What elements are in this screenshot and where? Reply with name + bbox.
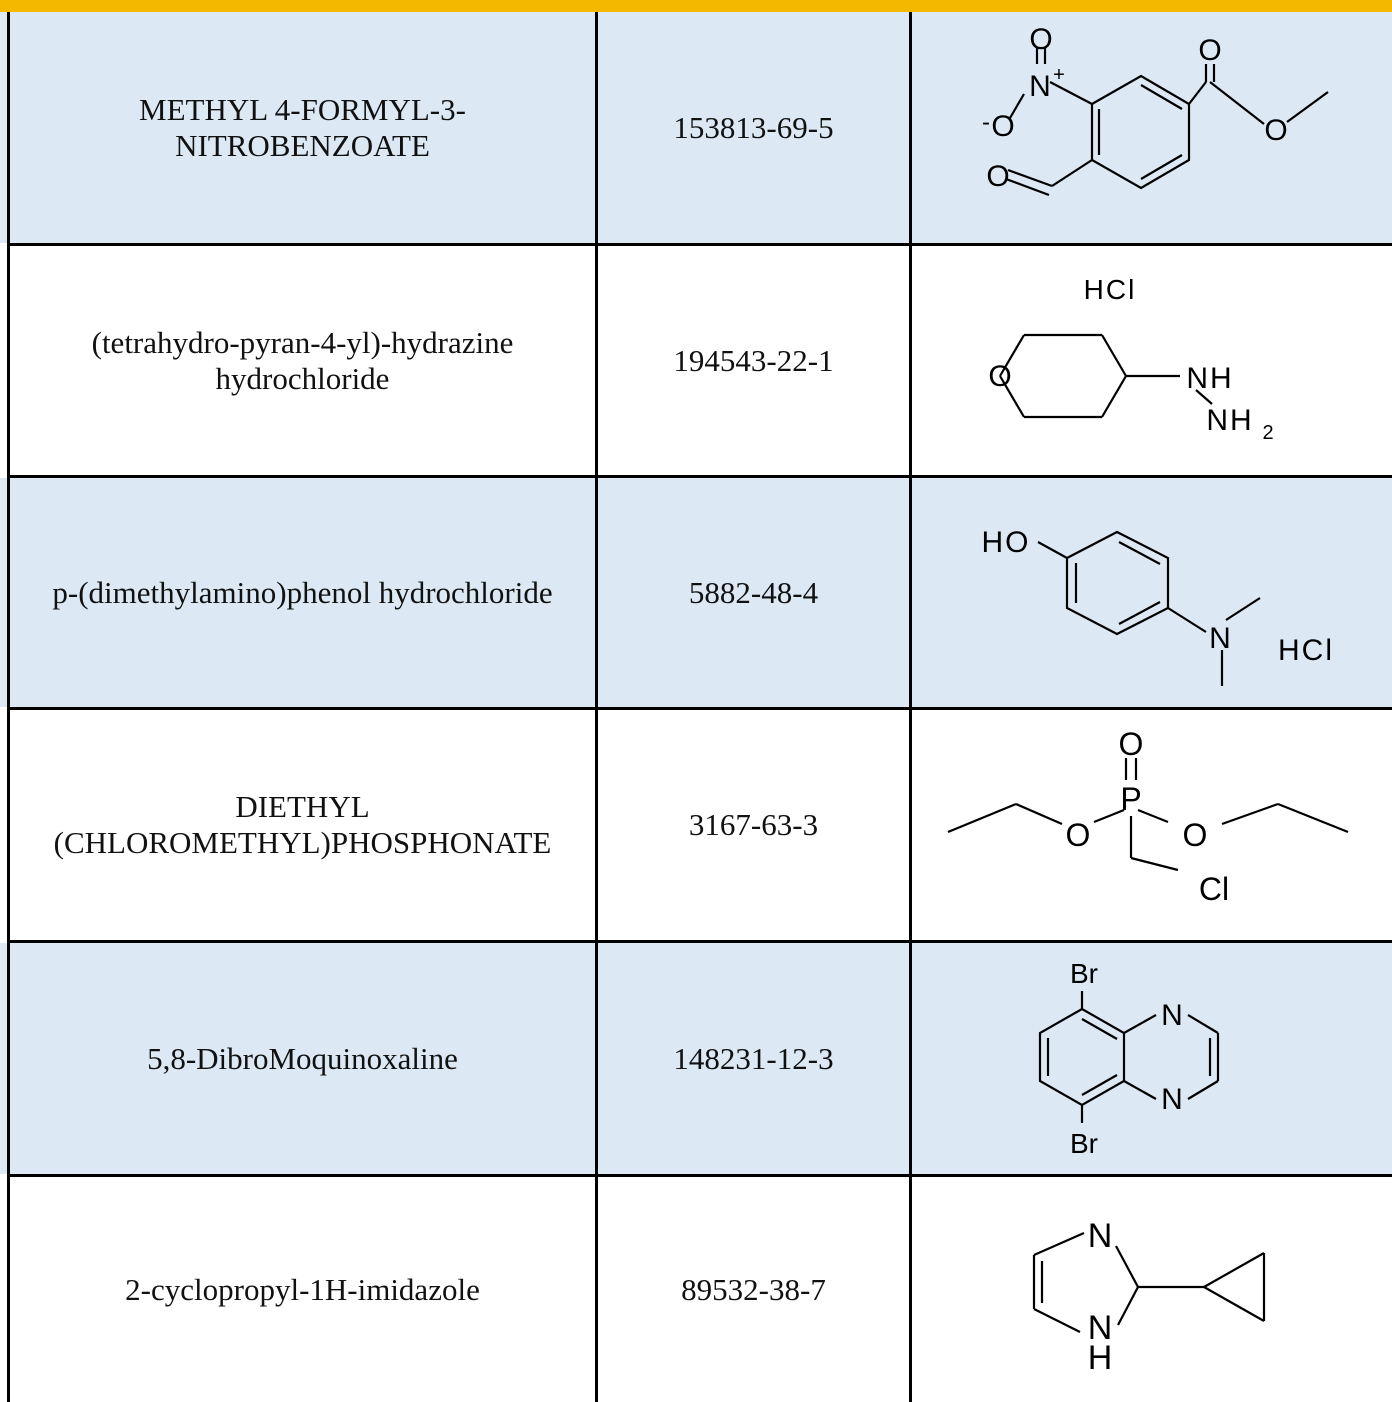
table-row: (tetrahydro-pyran-4-yl)-hydrazine hydroc…	[0, 246, 1392, 475]
cas-number: 148231-12-3	[673, 1040, 834, 1076]
structure-dimethylaminophenol-hcl: HO N HCl	[982, 526, 1334, 686]
cas-number-cell: 5882-48-4	[598, 478, 909, 707]
table-row: DIETHYL (CHLOROMETHYL)PHOSPHONATE 3167-6…	[0, 710, 1392, 940]
atom-label: N	[1209, 622, 1231, 655]
atom-label: O	[986, 160, 1009, 193]
structure-cell: O P O O Cl	[912, 710, 1392, 940]
cas-number-cell: 153813-69-5	[598, 12, 909, 243]
atom-label: P	[1120, 781, 1141, 817]
table-row: 2-cyclopropyl-1H-imidazole 89532-38-7	[0, 1177, 1392, 1402]
accent-top-bar	[0, 0, 1392, 12]
atom-label: O	[988, 360, 1011, 393]
compound-name-cell: 2-cyclopropyl-1H-imidazole	[10, 1177, 595, 1402]
compound-name-cell: 5,8-DibroMoquinoxaline	[10, 943, 595, 1174]
grid-line	[7, 1174, 1392, 1177]
atom-label: O	[1198, 34, 1221, 67]
grid-line	[7, 475, 1392, 478]
compound-name: (tetrahydro-pyran-4-yl)-hydrazine hydroc…	[91, 324, 514, 396]
atom-label: Cl	[1199, 871, 1229, 907]
structure-cell: HO N HCl	[912, 478, 1392, 707]
compound-name-cell: (tetrahydro-pyran-4-yl)-hydrazine hydroc…	[10, 246, 595, 475]
structure-tetrahydropyranyl-hydrazine-hcl: HCl O NH NH 2	[988, 274, 1273, 444]
cas-number: 3167-63-3	[688, 807, 819, 842]
cas-number-cell: 89532-38-7	[598, 1177, 909, 1402]
cas-number: 5882-48-4	[688, 574, 819, 610]
atom-label: N	[1161, 999, 1183, 1032]
atom-label: H	[1088, 1339, 1113, 1377]
atom-label: O	[1119, 726, 1144, 762]
structure-5-8-dibromoquinoxaline: Br Br N N	[1038, 958, 1220, 1159]
charge-label: -	[982, 109, 990, 136]
atom-label: NH	[1186, 362, 1233, 395]
atom-label: O	[1183, 817, 1208, 853]
compound-name: METHYL 4-FORMYL-3-NITROBENZOATE	[139, 91, 466, 163]
table-row: METHYL 4-FORMYL-3-NITROBENZOATE 153813-6…	[0, 12, 1392, 243]
compound-name: p-(dimethylamino)phenol hydrochloride	[52, 574, 553, 610]
atom-label: NH	[1206, 404, 1253, 437]
salt-label: HCl	[1084, 274, 1137, 305]
atom-label: O	[1264, 114, 1287, 147]
atom-label: Br	[1070, 1128, 1098, 1159]
cas-number: 194543-22-1	[673, 342, 834, 378]
structure-cell: HCl O NH NH 2	[912, 246, 1392, 475]
cas-number-cell: 194543-22-1	[598, 246, 909, 475]
atom-label: N	[1088, 1217, 1113, 1255]
table-row: 5,8-DibroMoquinoxaline 148231-12-3	[0, 943, 1392, 1174]
structure-cell: Br Br N N	[912, 943, 1392, 1174]
cas-number: 89532-38-7	[681, 1271, 826, 1307]
compound-name: 5,8-DibroMoquinoxaline	[147, 1040, 458, 1076]
grid-line	[7, 940, 1392, 943]
atom-label: O	[1066, 817, 1091, 853]
structure-methyl-4-formyl-3-nitrobenzoate: O N + - O O O O	[982, 23, 1329, 197]
structure-cell: N N H	[912, 1177, 1392, 1402]
cas-number-cell: 148231-12-3	[598, 943, 909, 1174]
structure-diethyl-chloromethylphosphonate: O P O O Cl	[947, 726, 1349, 907]
compound-name-cell: p-(dimethylamino)phenol hydrochloride	[10, 478, 595, 707]
atom-label: N	[1161, 1083, 1183, 1116]
atom-label: O	[1029, 23, 1052, 56]
table-row: p-(dimethylamino)phenol hydrochloride 58…	[0, 478, 1392, 707]
compound-name-cell: DIETHYL (CHLOROMETHYL)PHOSPHONATE	[10, 710, 595, 940]
cas-number-cell: 3167-63-3	[598, 710, 909, 940]
cas-number: 153813-69-5	[673, 109, 834, 145]
atom-label: N	[1088, 1309, 1113, 1347]
structure-2-cyclopropyl-imidazole: N N H	[1032, 1217, 1266, 1377]
compound-name: DIETHYL (CHLOROMETHYL)PHOSPHONATE	[53, 789, 552, 860]
structure-cell: O N + - O O O O	[912, 12, 1392, 243]
salt-label: HCl	[1278, 634, 1334, 667]
compound-table: METHYL 4-FORMYL-3-NITROBENZOATE 153813-6…	[0, 12, 1392, 1402]
atom-label: HO	[982, 526, 1031, 559]
subscript-label: 2	[1262, 422, 1273, 444]
compound-name-cell: METHYL 4-FORMYL-3-NITROBENZOATE	[10, 12, 595, 243]
compound-name: 2-cyclopropyl-1H-imidazole	[125, 1271, 480, 1307]
atom-label: O	[991, 110, 1014, 143]
atom-label: N	[1029, 70, 1051, 103]
atom-label: Br	[1070, 958, 1098, 989]
charge-label: +	[1053, 64, 1065, 86]
grid-line	[7, 707, 1392, 710]
grid-line	[7, 243, 1392, 246]
